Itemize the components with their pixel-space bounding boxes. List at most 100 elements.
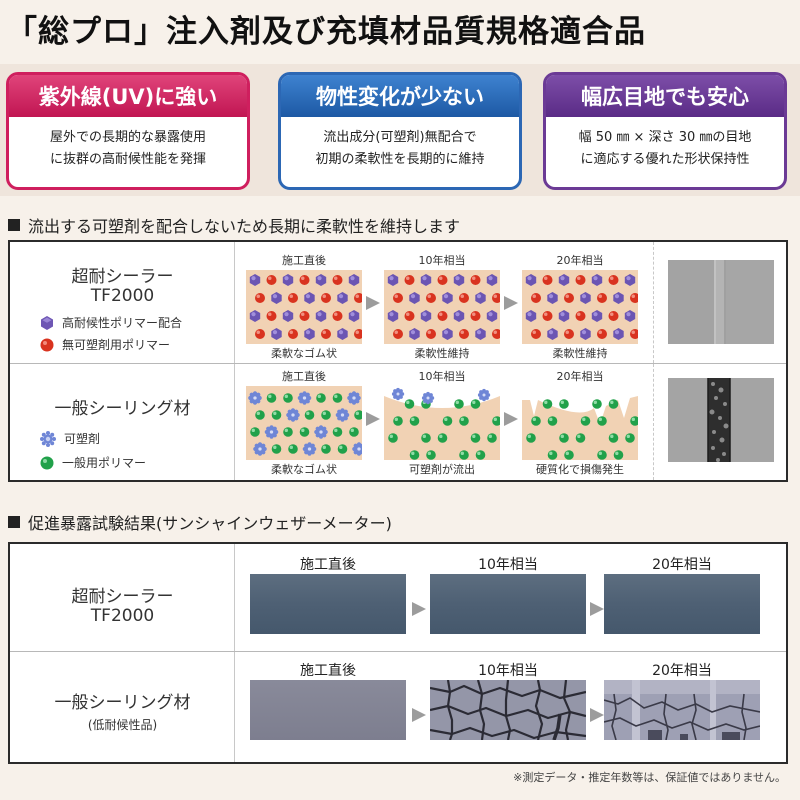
polymer-hexagon [249,310,261,322]
stage-label: 施工直後 [282,370,326,383]
weathering-row-general: 一般シーリング材 (低耐候性品) 施工直後 10年相当 [10,652,786,762]
stage-label: 10年相当 [478,663,538,679]
polymer-hexagon [580,328,591,340]
comparison-row-tf2000: 超耐シーラー TF2000 高耐候性ポリマー配合 無可塑剤用ポリマー 施工直後 … [10,242,786,364]
feature-card-line: に適応する優れた形状保持性 [580,152,750,167]
stage-label: 20年相当 [556,370,604,383]
stage-caption: 柔軟性維持 [552,347,608,360]
product-name: 超耐シーラー [71,267,174,287]
polymer-hexagon [525,274,537,286]
product-name: 一般シーリング材 [54,693,191,713]
polymer-hexagon [624,274,636,286]
product-model: TF2000 [90,606,155,626]
feature-card-stability: 物性変化が少ない 流出成分(可塑剤)無配合で 初期の柔軟性を長期的に維持 [278,72,522,190]
test-plate-tf-10y [430,574,586,634]
section-heading-text: 促進暴露試験結果(サンシャインウェザーメーター) [28,514,392,533]
feature-card-heading: 物性変化が少ない [281,75,519,117]
feature-card-wide-joint: 幅広目地でも安心 幅 50 ㎜ × 深さ 30 ㎜の目地 に適応する優れた形状保… [543,72,787,190]
row-label: 一般シーリング材 (低耐候性品) [10,652,235,762]
stage-label: 施工直後 [300,557,356,573]
polymer-hexagon [348,274,360,286]
polymer-hexagon [337,328,348,340]
polymer-hexagon [558,274,570,286]
footnote: ※測定データ・推定年数等は、保証値ではありません。 [513,771,786,784]
polymer-hexagon [282,274,294,286]
feature-card-line: 初期の柔軟性を長期的に維持 [315,152,485,167]
stage-label: 20年相当 [652,663,712,679]
feature-card-line: 幅 50 ㎜ × 深さ 30 ㎜の目地 [578,130,752,145]
flexibility-comparison-panel: 超耐シーラー TF2000 高耐候性ポリマー配合 無可塑剤用ポリマー 施工直後 … [8,240,788,482]
polymer-hexagon [591,274,603,286]
polymer-hexagon [420,310,432,322]
stage-10-years: 10年相当 可塑剤が流出 [384,370,500,478]
molecule-diagram-general-20y [522,386,638,460]
polymer-hexagon [282,310,294,322]
polymer-hexagon [475,328,486,340]
polymer-hexagon [337,292,348,304]
feature-card-heading: 幅広目地でも安心 [546,75,784,117]
polymer-hexagon [453,274,465,286]
polymer-hexagon [271,328,282,340]
stage-label: 施工直後 [300,663,356,679]
stage-label: 20年相当 [652,557,712,573]
product-name: 一般シーリング材 [54,399,191,419]
test-plate-tf-20y [604,574,760,634]
stage-label: 20年相当 [556,254,604,267]
molecule-diagram-tf-20y [522,270,638,344]
stage-caption: 可塑剤が流出 [409,463,475,476]
weathering-row-tf2000: 超耐シーラー TF2000 施工直後 10年相当 20年相当 [10,544,786,652]
stage-caption: 柔軟性維持 [414,347,470,360]
sphere-red-icon [40,338,54,351]
comparison-row-general: 一般シーリング材 可塑剤 一般用ポリマー 施工直後 柔軟なゴム状 10年相当 [10,364,786,480]
sealant-joint-photo-intact [668,260,774,344]
stage-label: 施工直後 [282,254,326,267]
polymer-hexagon [475,292,486,304]
bullet-square-icon [8,516,20,528]
polymer-hexagon [591,310,603,322]
stage-caption: 柔軟なゴム状 [271,347,337,360]
bullet-square-icon [8,219,20,231]
section-heading-text: 流出する可塑剤を配合しないため長期に柔軟性を維持します [28,217,461,236]
test-plate-general-10y-cracked [430,680,586,740]
feature-card-line: 屋外での長期的な暴露使用 [49,130,206,145]
feature-card-body: 幅 50 ㎜ × 深さ 30 ㎜の目地 に適応する優れた形状保持性 [546,117,784,171]
divider [653,364,654,480]
polymer-hexagon [613,292,624,304]
stage-caption: 硬質化で損傷発生 [536,463,624,476]
molecule-diagram-general-initial [246,386,362,460]
polymer-hexagon [420,274,432,286]
feature-card-body: 流出成分(可塑剤)無配合で 初期の柔軟性を長期的に維持 [281,117,519,171]
feature-card-uv: 紫外線(UV)に強い 屋外での長期的な暴露使用 に抜群の高耐候性能を発揮 [6,72,250,190]
polymer-hexagon [387,274,399,286]
legend-item: 一般用ポリマー [40,454,146,471]
polymer-hexagon [547,328,558,340]
stage-label: 10年相当 [418,254,466,267]
legend-item: 高耐候性ポリマー配合 [40,314,182,331]
hexagon-purple-icon [41,315,53,330]
progress-arrow-icon [366,296,380,310]
feature-card-line: 流出成分(可塑剤)無配合で [323,130,477,145]
stage-label: 10年相当 [418,370,466,383]
test-plate-tf-initial [250,574,406,634]
progress-arrow-icon [366,412,380,426]
progress-arrow-icon [504,296,518,310]
molecule-diagram-tf-initial [246,270,362,344]
molecule-diagram-general-10y [384,386,500,460]
stage-initial: 施工直後 柔軟なゴム状 [246,370,362,478]
polymer-hexagon [442,328,453,340]
feature-card-line: に抜群の高耐候性能を発揮 [49,152,206,167]
progress-arrow-icon [504,412,518,426]
progress-arrow-icon [412,602,426,616]
molecule-diagram-tf-10y [384,270,500,344]
legend-label: 無可塑剤用ポリマー [62,338,171,352]
polymer-hexagon [624,310,636,322]
polymer-hexagon [348,310,360,322]
progress-arrow-icon [590,602,604,616]
stage-caption: 柔軟なゴム状 [271,463,337,476]
product-name: 超耐シーラー [71,587,174,607]
polymer-hexagon [613,328,624,340]
progress-arrow-icon [412,708,426,722]
legend-label: 可塑剤 [64,432,101,446]
feature-card-body: 屋外での長期的な暴露使用 に抜群の高耐候性能を発揮 [9,117,247,171]
section-heading-flexibility: 流出する可塑剤を配合しないため長期に柔軟性を維持します [8,214,788,236]
